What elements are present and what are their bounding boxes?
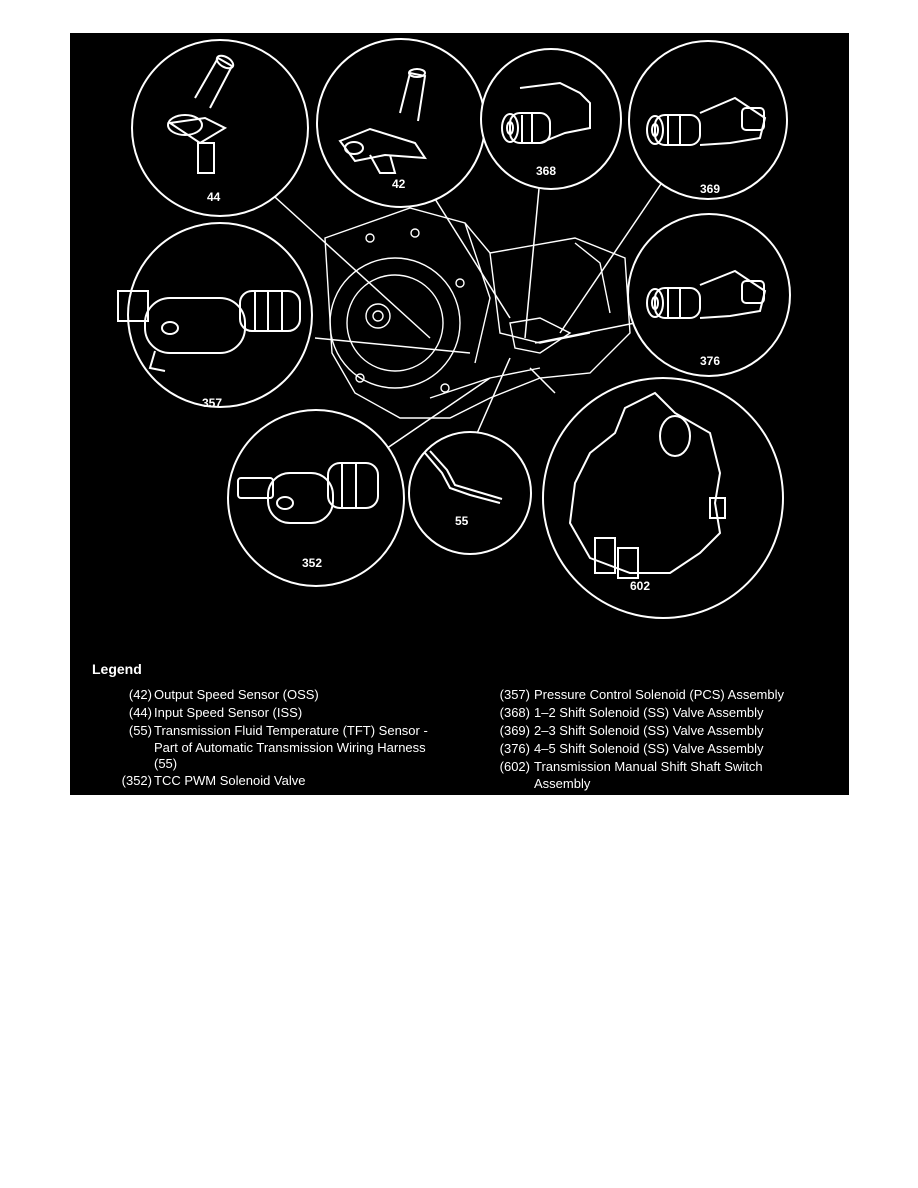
legend-text-369: 2–3 Shift Solenoid (SS) Valve Assembly xyxy=(534,723,764,738)
legend-text-55: Transmission Fluid Temperature (TFT) Sen… xyxy=(154,723,428,771)
legend-num-376: (376) xyxy=(499,741,530,756)
callout-369: 369 xyxy=(700,182,720,196)
legend-num-369: (369) xyxy=(499,723,530,738)
leader-line-357 xyxy=(314,337,471,354)
legend-text-602: Transmission Manual Shift Shaft Switch A… xyxy=(534,759,763,791)
detail-circle-357: 357 xyxy=(117,222,313,410)
detail-circle-42: 42 xyxy=(316,38,486,208)
leader-line-352 xyxy=(379,377,491,454)
callout-55: 55 xyxy=(455,514,469,528)
detail-circle-368: 368 xyxy=(480,48,622,190)
legend-text-376: 4–5 Shift Solenoid (SS) Valve Assembly xyxy=(534,741,764,756)
legend-num-368: (368) xyxy=(499,705,530,720)
legend-text-357: Pressure Control Solenoid (PCS) Assembly xyxy=(534,687,784,702)
legend-num-602: (602) xyxy=(499,759,530,774)
transmission-illustration: 44 42 368 xyxy=(117,38,791,619)
callout-602: 602 xyxy=(630,579,650,593)
legend-num-55: (55) xyxy=(128,723,152,738)
detail-circle-369: 369 xyxy=(628,40,788,200)
leader-line-602 xyxy=(529,367,556,394)
callout-357: 357 xyxy=(202,396,222,410)
legend-title: Legend xyxy=(92,661,142,677)
leader-line-368 xyxy=(524,177,541,339)
leader-line-369 xyxy=(559,177,666,334)
callout-376: 376 xyxy=(700,354,720,368)
legend-num-357: (357) xyxy=(499,687,530,702)
diagram-figure: 44 42 368 xyxy=(70,33,849,795)
detail-circle-352: 352 xyxy=(227,409,405,587)
leader-line-376 xyxy=(534,322,636,344)
leader-line-42 xyxy=(424,182,511,319)
leader-line-44 xyxy=(264,187,431,339)
legend-text-44: Input Speed Sensor (ISS) xyxy=(154,705,303,720)
legend-num-352: (352) xyxy=(121,773,152,788)
callout-42: 42 xyxy=(392,177,406,191)
callout-368: 368 xyxy=(536,164,556,178)
legend-text-42: Output Speed Sensor (OSS) xyxy=(154,687,319,702)
detail-circle-55: 55 xyxy=(408,431,532,555)
callout-44: 44 xyxy=(207,190,221,204)
callout-352: 352 xyxy=(302,556,322,570)
legend-text-352: TCC PWM Solenoid Valve xyxy=(154,773,306,788)
detail-circle-602: 602 xyxy=(542,377,784,619)
detail-circle-44: 44 xyxy=(131,39,309,217)
legend-num-42: (42) xyxy=(128,687,152,702)
legend-text-368: 1–2 Shift Solenoid (SS) Valve Assembly xyxy=(534,705,764,720)
leader-line-55 xyxy=(474,357,511,439)
legend-num-44: (44) xyxy=(128,705,152,720)
detail-circle-376: 376 xyxy=(627,213,791,377)
transmission-body xyxy=(324,207,631,419)
